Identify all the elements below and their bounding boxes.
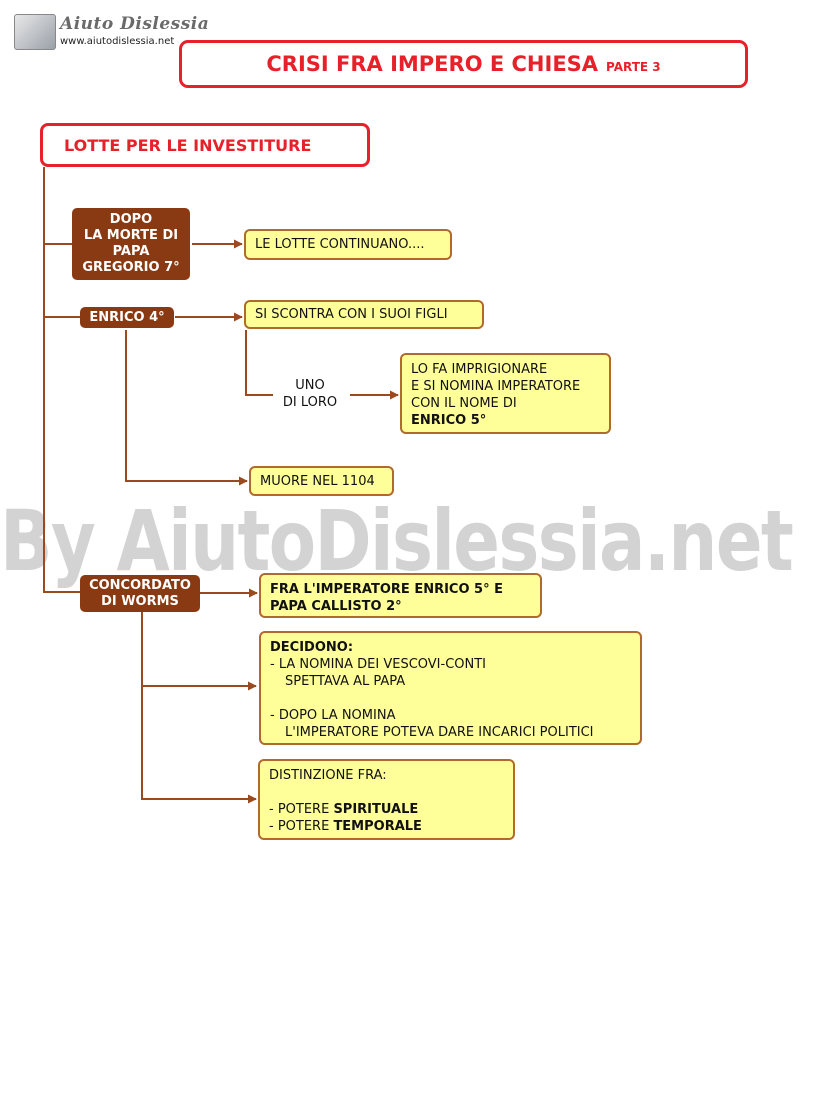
node-uno-di-loro: UNO DI LORO	[272, 377, 348, 411]
node-lotte-continuano: LE LOTTE CONTINUANO....	[244, 229, 452, 260]
node-dopo-line: LA MORTE DI	[83, 228, 179, 243]
node-decidono-heading: DECIDONO:	[270, 640, 354, 655]
node-concordato: CONCORDATO DI WORMS	[80, 575, 200, 612]
node-distinzione-item: - POTERE TEMPORALE	[269, 818, 504, 835]
node-distinzione-prefix: - POTERE	[269, 819, 334, 834]
arrow-distinzione	[141, 612, 257, 804]
node-fra-imperatore-line: PAPA CALLISTO 2°	[270, 599, 402, 614]
page-subtitle: PARTE 3	[606, 60, 661, 74]
node-dopo-line: GREGORIO 7°	[82, 260, 180, 275]
branch-uno	[245, 330, 273, 396]
node-dopo-line: PAPA	[112, 244, 150, 259]
node-distinzione-item: - POTERE SPIRITUALE	[269, 801, 504, 818]
node-imprigionare-line: LO FA IMPRIGIONARE	[411, 362, 548, 377]
node-concordato-line: CONCORDATO	[89, 577, 191, 593]
node-lotte-continuano-text: LE LOTTE CONTINUANO....	[255, 237, 425, 252]
section-box: LOTTE PER LE INVESTITURE	[40, 123, 370, 167]
node-distinzione: DISTINZIONE FRA: - POTERE SPIRITUALE - P…	[258, 759, 515, 840]
node-decidono-line: - DOPO LA NOMINA	[270, 708, 396, 723]
node-concordato-line: DI WORMS	[101, 593, 179, 609]
section-title: LOTTE PER LE INVESTITURE	[64, 135, 312, 155]
node-dopo-line: DOPO	[109, 212, 153, 227]
node-uno-line: UNO	[295, 378, 325, 393]
logo: Aiuto Dislessia www.aiutodislessia.net	[14, 14, 209, 54]
node-enrico4-text: ENRICO 4°	[89, 309, 165, 325]
node-decidono-line: SPETTAVA AL PAPA	[285, 674, 406, 689]
node-imprigionare-line: E SI NOMINA IMPERATORE	[411, 379, 581, 394]
main-trunk-line	[43, 167, 80, 593]
logo-name: Aiuto Dislessia	[60, 14, 210, 34]
node-imprigionare: LO FA IMPRIGIONARE E SI NOMINA IMPERATOR…	[400, 353, 611, 434]
node-enrico4: ENRICO 4°	[80, 307, 174, 328]
node-uno-line: DI LORO	[282, 395, 338, 410]
node-scontra-text: SI SCONTRA CON I SUOI FIGLI	[255, 307, 448, 322]
logo-url: www.aiutodislessia.net	[60, 36, 175, 47]
node-fra-imperatore-line: FRA L'IMPERATORE ENRICO 5° E	[270, 582, 503, 597]
title-box: CRISI FRA IMPERO E CHIESA PARTE 3	[179, 40, 748, 88]
node-imprigionare-line: CON IL NOME DI	[411, 396, 517, 411]
node-distinzione-bold: SPIRITUALE	[333, 802, 419, 817]
node-decidono-line: L'IMPERATORE POTEVA DARE INCARICI POLITI…	[285, 725, 594, 740]
node-dopo: DOPO LA MORTE DI PAPA GREGORIO 7°	[72, 208, 190, 280]
node-distinzione-heading: DISTINZIONE FRA:	[269, 768, 387, 783]
node-scontra: SI SCONTRA CON I SUOI FIGLI	[244, 300, 484, 329]
page-title: CRISI FRA IMPERO E CHIESA	[266, 52, 599, 76]
node-distinzione-bold: TEMPORALE	[333, 819, 422, 834]
node-fra-imperatore: FRA L'IMPERATORE ENRICO 5° E PAPA CALLIS…	[259, 573, 542, 618]
logo-image	[14, 14, 56, 50]
node-imprigionare-line: ENRICO 5°	[411, 413, 487, 428]
arrow-muore	[125, 330, 248, 486]
node-decidono: DECIDONO: - LA NOMINA DEI VESCOVI-CONTI …	[259, 631, 642, 745]
node-muore: MUORE NEL 1104	[249, 466, 394, 496]
node-decidono-line: - LA NOMINA DEI VESCOVI-CONTI	[270, 657, 487, 672]
node-distinzione-prefix: - POTERE	[269, 802, 334, 817]
node-muore-text: MUORE NEL 1104	[260, 474, 375, 489]
